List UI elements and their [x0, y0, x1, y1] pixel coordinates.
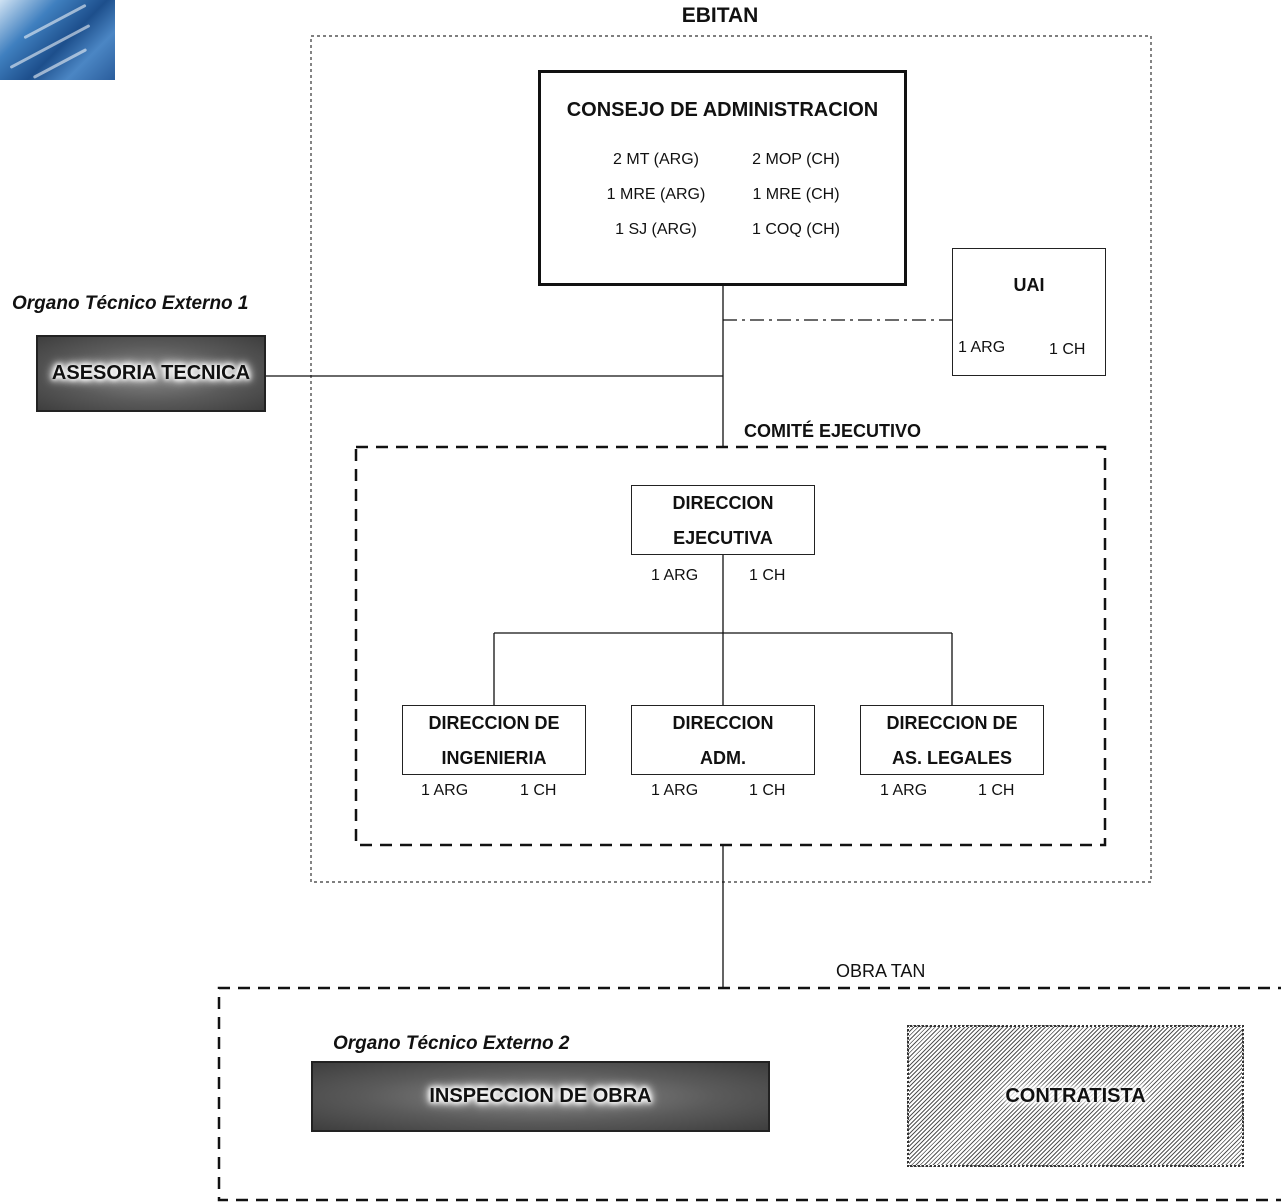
dir-ejec-arg: 1 ARG	[651, 567, 699, 584]
dir-legales-box: DIRECCION DE AS. LEGALES	[860, 705, 1044, 775]
organo-2-label: Organo Técnico Externo 2	[333, 1033, 570, 1054]
comite-title: COMITÉ EJECUTIVO	[744, 421, 922, 441]
consejo-member: 1 MRE (ARG)	[606, 186, 706, 203]
consejo-title: CONSEJO DE ADMINISTRACION	[566, 99, 879, 121]
uai-arg: 1 ARG	[958, 339, 1006, 356]
consejo-box: CONSEJO DE ADMINISTRACION 2 MT (ARG) 2 M…	[538, 70, 907, 286]
dir-adm-line2: ADM.	[700, 748, 746, 768]
dir-leg-line2: AS. LEGALES	[891, 748, 1012, 768]
consejo-member: 1 SJ (ARG)	[615, 221, 697, 238]
asesoria-label: ASESORIA TECNICA	[51, 362, 251, 384]
dir-ejec-line2: EJECUTIVA	[673, 528, 773, 548]
inspeccion-box: INSPECCION DE OBRA	[311, 1061, 770, 1132]
consejo-member: 1 COQ (CH)	[752, 221, 840, 238]
direccion-ejecutiva-box: DIRECCION EJECUTIVA	[631, 485, 815, 555]
dir-adm-arg: 1 ARG	[651, 782, 699, 799]
asesoria-box: ASESORIA TECNICA	[36, 335, 266, 412]
dir-adm-line1: DIRECCION	[672, 713, 774, 733]
ebitan-frame	[310, 35, 1152, 883]
uai-box: UAI 1 ARG 1 CH	[952, 248, 1106, 376]
dir-ing-ch: 1 CH	[520, 782, 557, 799]
organo-1-label: Organo Técnico Externo 1	[12, 293, 249, 314]
dir-ingenieria-box: DIRECCION DE INGENIERIA	[402, 705, 586, 775]
ebitan-title: EBITAN	[681, 4, 759, 27]
inspeccion-label: INSPECCION DE OBRA	[429, 1085, 652, 1107]
uai-title: UAI	[1013, 275, 1045, 295]
consejo-member: 1 MRE (CH)	[752, 186, 840, 203]
corner-logo-image	[0, 0, 115, 80]
obra-title: OBRA TAN	[836, 961, 926, 981]
contratista-box: CONTRATISTA	[907, 1025, 1244, 1167]
dir-leg-arg: 1 ARG	[880, 782, 928, 799]
dir-ing-arg: 1 ARG	[421, 782, 469, 799]
contratista-label: CONTRATISTA	[1005, 1084, 1146, 1107]
dir-ejec-line1: DIRECCION	[672, 493, 774, 513]
dir-ing-line1: DIRECCION DE	[428, 713, 560, 733]
uai-ch: 1 CH	[1049, 341, 1086, 358]
dir-leg-ch: 1 CH	[978, 782, 1015, 799]
dir-adm-ch: 1 CH	[749, 782, 786, 799]
dir-ing-line2: INGENIERIA	[441, 748, 547, 768]
consejo-member: 2 MT (ARG)	[613, 151, 699, 168]
comite-frame	[354, 445, 1107, 847]
dir-leg-line1: DIRECCION DE	[886, 713, 1018, 733]
dir-adm-box: DIRECCION ADM.	[631, 705, 815, 775]
consejo-member: 2 MOP (CH)	[752, 151, 840, 168]
dir-ejec-ch: 1 CH	[749, 567, 786, 584]
